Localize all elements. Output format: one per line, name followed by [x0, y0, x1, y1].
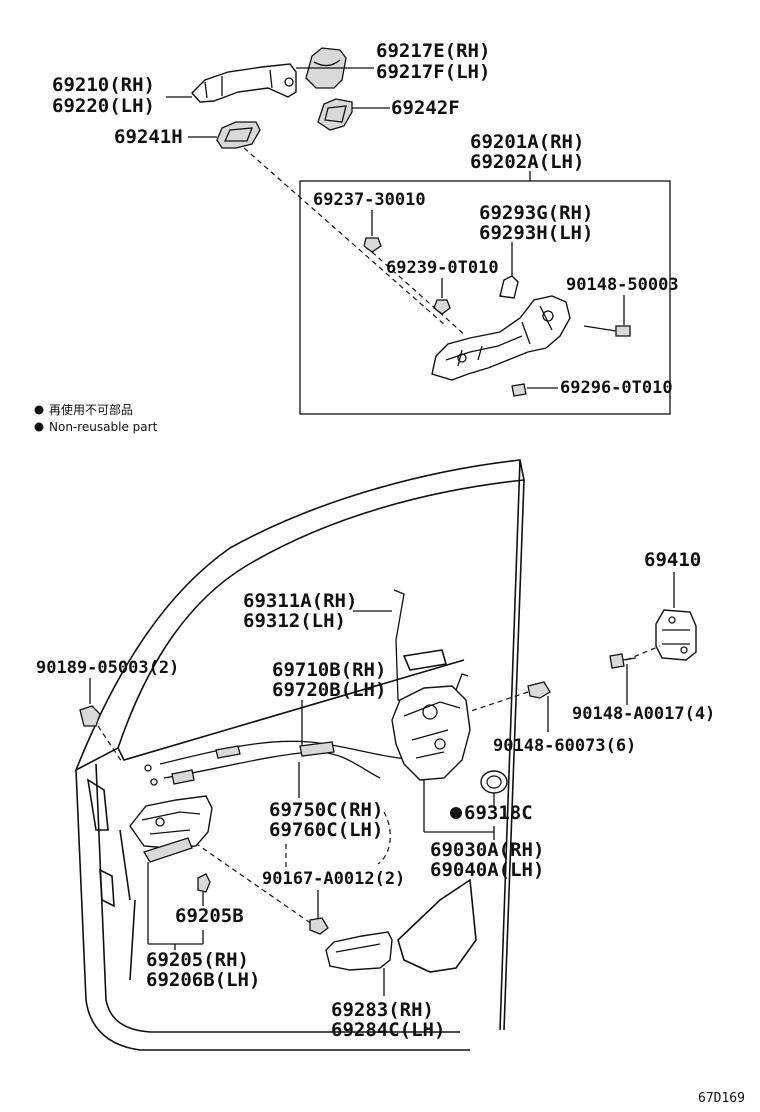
label-screw-a0012: 90167-A0012(2)	[262, 869, 405, 889]
label-pad-f: 69242F	[391, 97, 460, 119]
cables-illustration	[144, 740, 421, 786]
label-inner-b: 69205B	[175, 905, 244, 927]
plug-69205b-illustration	[197, 873, 211, 893]
label-pad-h: 69241H	[114, 126, 183, 148]
label-rod-lh: 69312(LH)	[243, 610, 346, 632]
non-reusable-mark	[450, 807, 462, 819]
label-cap-lh: 69217F(LH)	[376, 61, 490, 83]
label-screw-50003: 90148-50003	[566, 275, 679, 295]
label-lock-rh: 69030A(RH)	[430, 839, 544, 861]
legend-bullet-en	[34, 422, 44, 432]
label-lock-lh: 69040A(LH)	[430, 859, 544, 881]
label-cable2-lh: 69760C(LH)	[269, 819, 383, 841]
label-screw-60073: 90148-60073(6)	[493, 736, 636, 756]
frame-assembly-box	[299, 180, 671, 415]
inside-handle-illustration	[129, 795, 213, 863]
label-frame-lh: 69202A(LH)	[470, 151, 584, 173]
pad-h-illustration	[216, 121, 261, 149]
legend-en: Non-reusable part	[49, 420, 158, 434]
label-cap-rh: 69217E(RH)	[376, 40, 490, 62]
handle-frame-illustration	[431, 295, 571, 381]
outside-handle-illustration	[191, 63, 297, 103]
label-seal-69318c: 69318C	[464, 802, 533, 824]
screw-60073-illustration	[527, 681, 551, 699]
label-bezel-rh: 69283(RH)	[331, 999, 434, 1021]
screw-50003-illustration	[583, 325, 631, 337]
label-inner-lh: 69206B(LH)	[146, 969, 260, 991]
label-striker: 69410	[644, 549, 701, 571]
legend-bullet-jp	[34, 405, 44, 415]
label-cover-rh: 69293G(RH)	[479, 202, 593, 224]
plate-0t010-illustration	[511, 383, 527, 397]
nut-0t010-illustration	[433, 299, 451, 315]
label-handle-rh: 69210(RH)	[52, 74, 155, 96]
striker-illustration	[655, 609, 697, 661]
screw-a0017-illustration	[609, 653, 637, 669]
label-bezel-lh: 69284C(LH)	[331, 1019, 445, 1041]
door-lock-illustration	[391, 673, 471, 781]
label-screw-a0017: 90148-A0017(4)	[572, 704, 715, 724]
rod-illustration	[393, 589, 419, 703]
label-frame-rh: 69201A(RH)	[470, 131, 584, 153]
seal-69318c-illustration	[480, 770, 508, 794]
diagram-code: 67D169	[698, 1091, 745, 1106]
label-bolt-30010: 69237-30010	[313, 190, 426, 210]
bezel-illustration	[325, 931, 393, 971]
screw-a0012-illustration	[309, 917, 329, 935]
door-outline	[74, 459, 525, 1051]
label-cable-lh: 69720B(LH)	[272, 679, 386, 701]
label-clip-05003: 90189-05003(2)	[36, 658, 179, 678]
label-inner-rh: 69205(RH)	[146, 949, 249, 971]
label-plate-0t010: 69296-0T010	[560, 378, 673, 398]
label-cable-rh: 69710B(RH)	[272, 659, 386, 681]
label-rod-rh: 69311A(RH)	[243, 590, 357, 612]
cover-illustration	[499, 275, 519, 299]
label-cover-lh: 69293H(LH)	[479, 222, 593, 244]
legend-jp: 再使用不可部品	[49, 402, 133, 417]
label-handle-lh: 69220(LH)	[52, 95, 155, 117]
pad-f-illustration	[317, 98, 353, 131]
clip-05003-illustration	[79, 705, 123, 763]
bolt-30010-illustration	[363, 237, 382, 253]
label-nut-0t010: 69239-0T010	[386, 258, 499, 278]
label-cable2-rh: 69750C(RH)	[269, 799, 383, 821]
